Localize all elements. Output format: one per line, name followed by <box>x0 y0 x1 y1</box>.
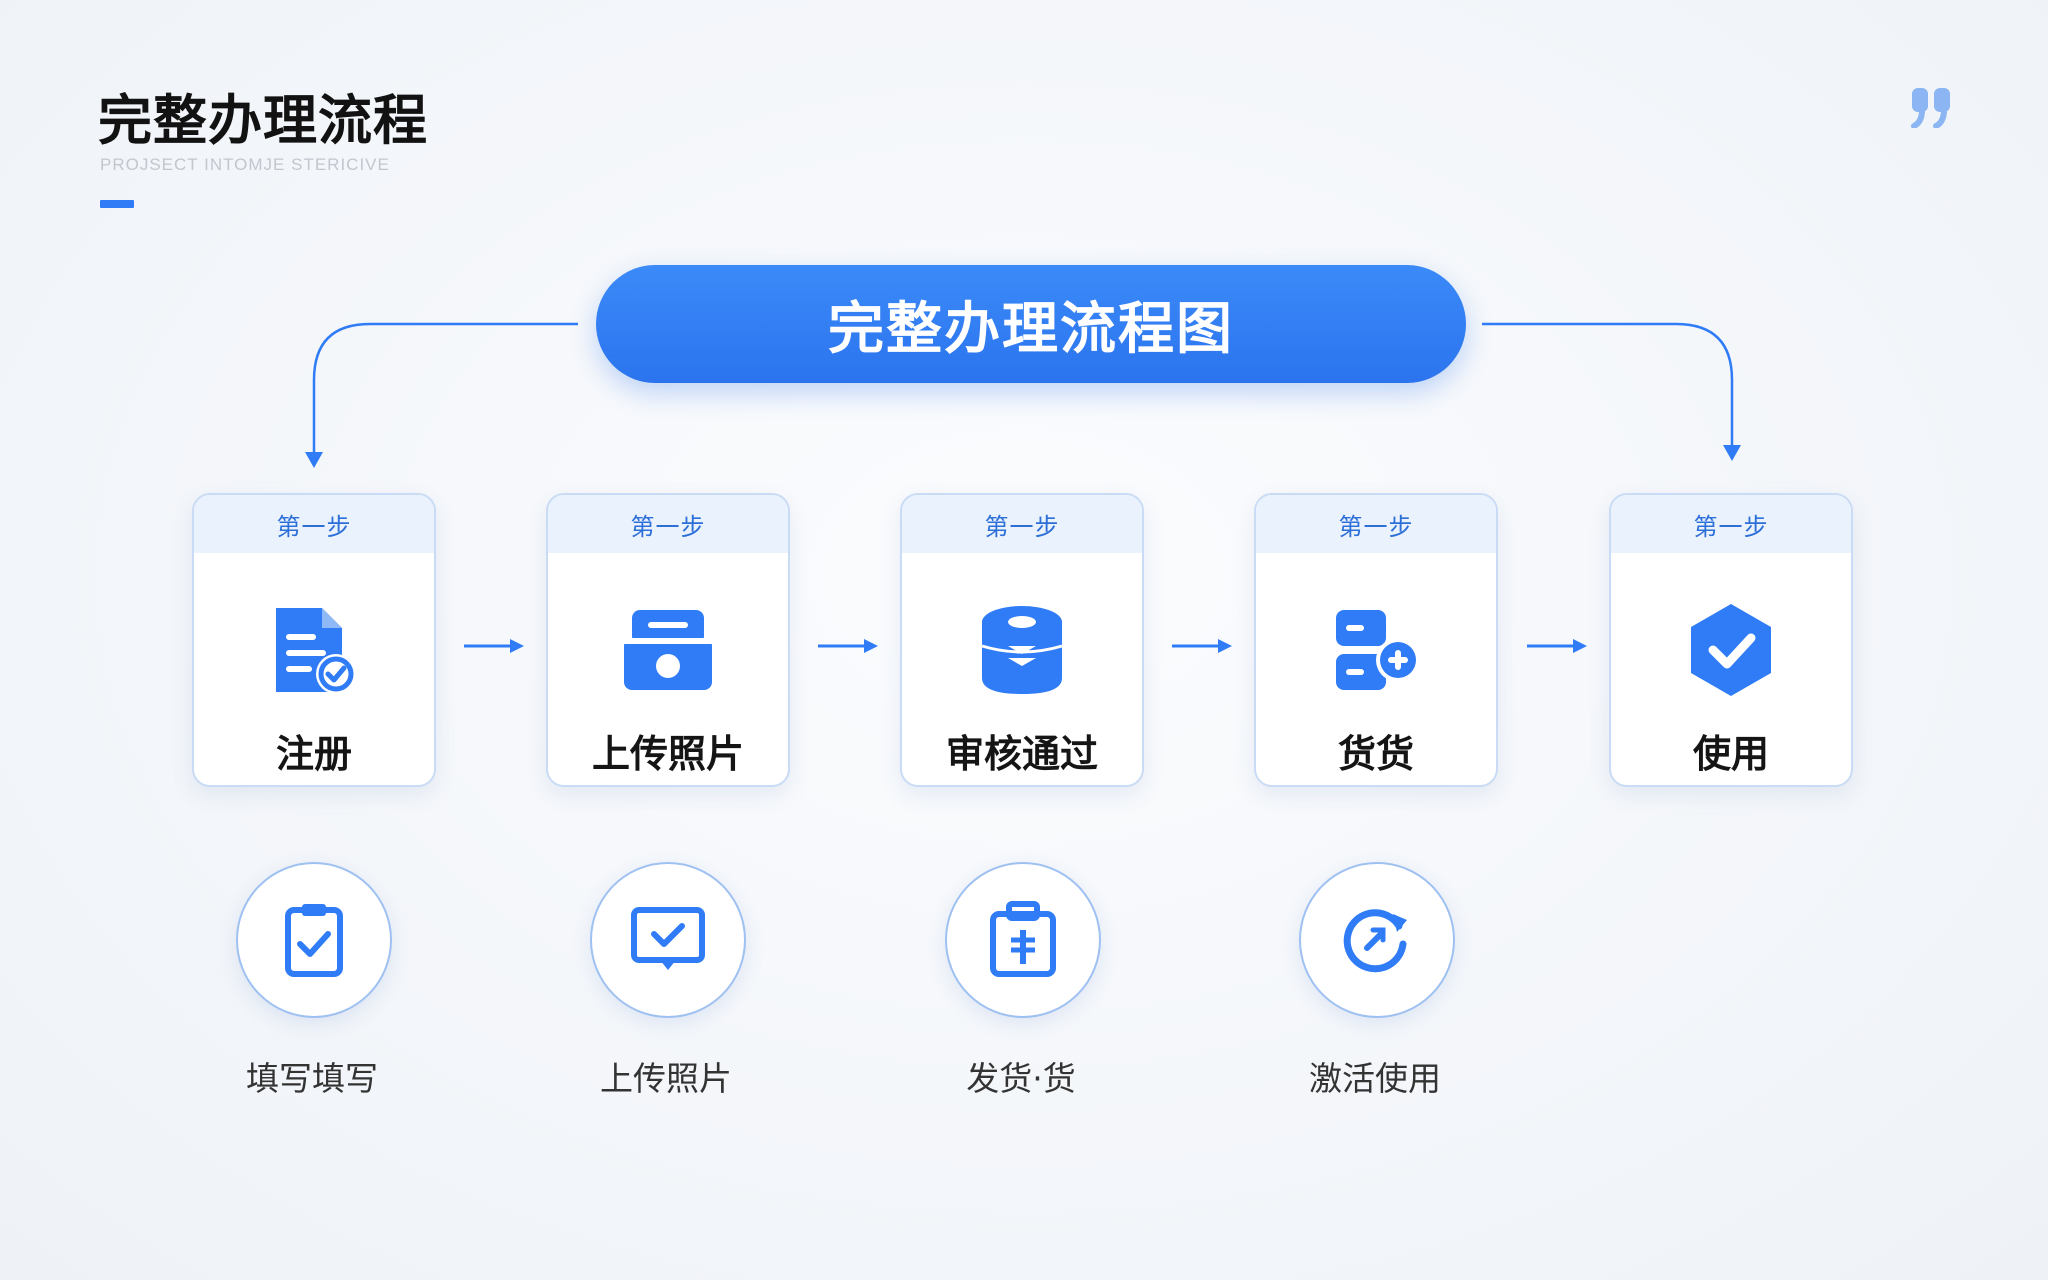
sub-step-activate <box>1285 862 1465 1022</box>
step-label: 使用 <box>1692 732 1769 776</box>
title-accent-bar <box>100 200 134 208</box>
step-label: 货货 <box>1337 732 1414 776</box>
quote-icon <box>1911 88 1950 128</box>
sub-step-label: 发货·货 <box>966 1059 1076 1098</box>
step-card-upload-photo: 第一步 上传照片 <box>546 493 790 787</box>
sub-step-circle <box>1299 862 1455 1018</box>
step-badge: 第一步 <box>194 495 434 553</box>
step-badge: 第一步 <box>902 495 1142 553</box>
database-icon <box>981 606 1063 694</box>
sub-step-ship <box>931 862 1111 1022</box>
server-add-icon <box>1336 610 1420 690</box>
arrow-right-icon <box>818 639 878 653</box>
flow-banner: 完整办理流程图 <box>596 265 1466 383</box>
step-badge: 第一步 <box>1256 495 1496 553</box>
arrow-right-icon <box>464 639 524 653</box>
arrow-right-icon <box>1172 639 1232 653</box>
document-check-icon <box>276 608 356 694</box>
step-label: 上传照片 <box>591 732 744 776</box>
clipboard-yen-icon <box>990 901 1056 977</box>
sub-step-circle <box>945 862 1101 1018</box>
arrow-right-icon <box>1527 639 1587 653</box>
step-label: 注册 <box>275 732 352 776</box>
page-subtitle: PROJSECT INTOMJE STERICIVE <box>100 155 390 174</box>
step-badge: 第一步 <box>1611 495 1851 553</box>
step-card-use: 第一步 使用 <box>1609 493 1853 787</box>
refresh-activate-icon <box>1343 909 1407 973</box>
sub-step-upload <box>576 862 756 1022</box>
banner-title: 完整办理流程图 <box>828 296 1234 362</box>
sub-step-label: 激活使用 <box>1309 1059 1441 1098</box>
step-badge: 第一步 <box>548 495 788 553</box>
shield-check-icon <box>1691 604 1771 696</box>
step-card-goods: 第一步 货货 <box>1254 493 1498 787</box>
step-label: 审核通过 <box>945 732 1098 776</box>
clipboard-check-icon <box>285 904 343 977</box>
sub-step-circle <box>236 862 392 1018</box>
sub-step-label: 填写填写 <box>246 1059 378 1098</box>
step-card-review-approved: 第一步 审核通过 <box>900 493 1144 787</box>
camera-icon <box>624 610 712 690</box>
page-title: 完整办理流程 <box>98 89 428 152</box>
sub-step-fill <box>222 862 402 1022</box>
sub-step-circle <box>590 862 746 1018</box>
monitor-check-icon <box>631 907 705 970</box>
sub-step-label: 上传照片 <box>600 1059 732 1098</box>
step-card-register: 第一步 注册 <box>192 493 436 787</box>
